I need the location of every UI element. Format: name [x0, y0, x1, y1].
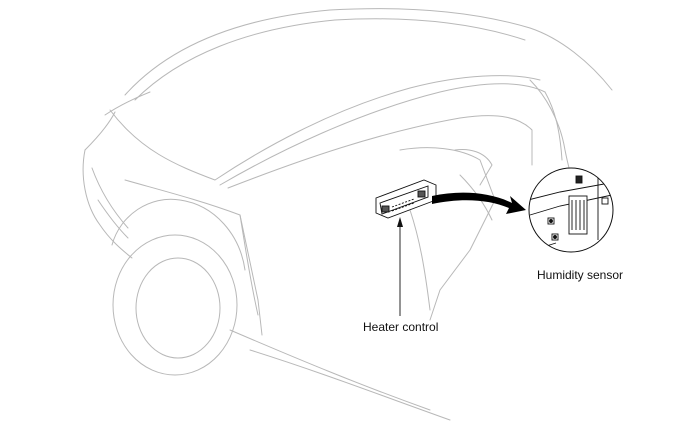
wheel-arch: [111, 198, 246, 271]
heater-control-knob-left: [381, 205, 390, 213]
instrument-cluster: [454, 149, 493, 186]
front-tire: [112, 234, 238, 376]
heater-control-knob-right: [417, 190, 426, 198]
callout-arrow: [432, 192, 526, 214]
front-bumper: [91, 167, 129, 239]
front-rim: [135, 257, 221, 359]
roof-inner-line: [134, 18, 526, 101]
door-front-edge: [239, 214, 259, 316]
floor-line: [249, 349, 451, 421]
hood-front: [84, 111, 116, 151]
c-pillar: [544, 91, 563, 161]
heater-control-buttons: [391, 198, 415, 208]
humidity-sensor-label: Humidity sensor: [537, 268, 624, 282]
rocker-line: [229, 329, 431, 411]
dash-top-line: [219, 83, 546, 186]
vehicle-outline: [82, 8, 613, 421]
dash-side: [399, 147, 496, 321]
a-pillar: [104, 91, 151, 116]
humidity-sensor-detail: [528, 167, 614, 253]
heater-control-unit: [375, 179, 437, 219]
humidity-sensor-grille: [568, 195, 588, 235]
front-fascia: [82, 149, 133, 259]
heater-control-label: Heater control: [363, 320, 439, 334]
windshield-frame: [109, 75, 541, 181]
console-line: [409, 209, 431, 311]
roof-line: [124, 8, 613, 96]
heater-control-leader: [397, 217, 403, 316]
humidity-sensor-button-top: [575, 175, 583, 184]
heater-control-buttons-row2: [391, 202, 415, 212]
dash-front: [227, 115, 533, 189]
